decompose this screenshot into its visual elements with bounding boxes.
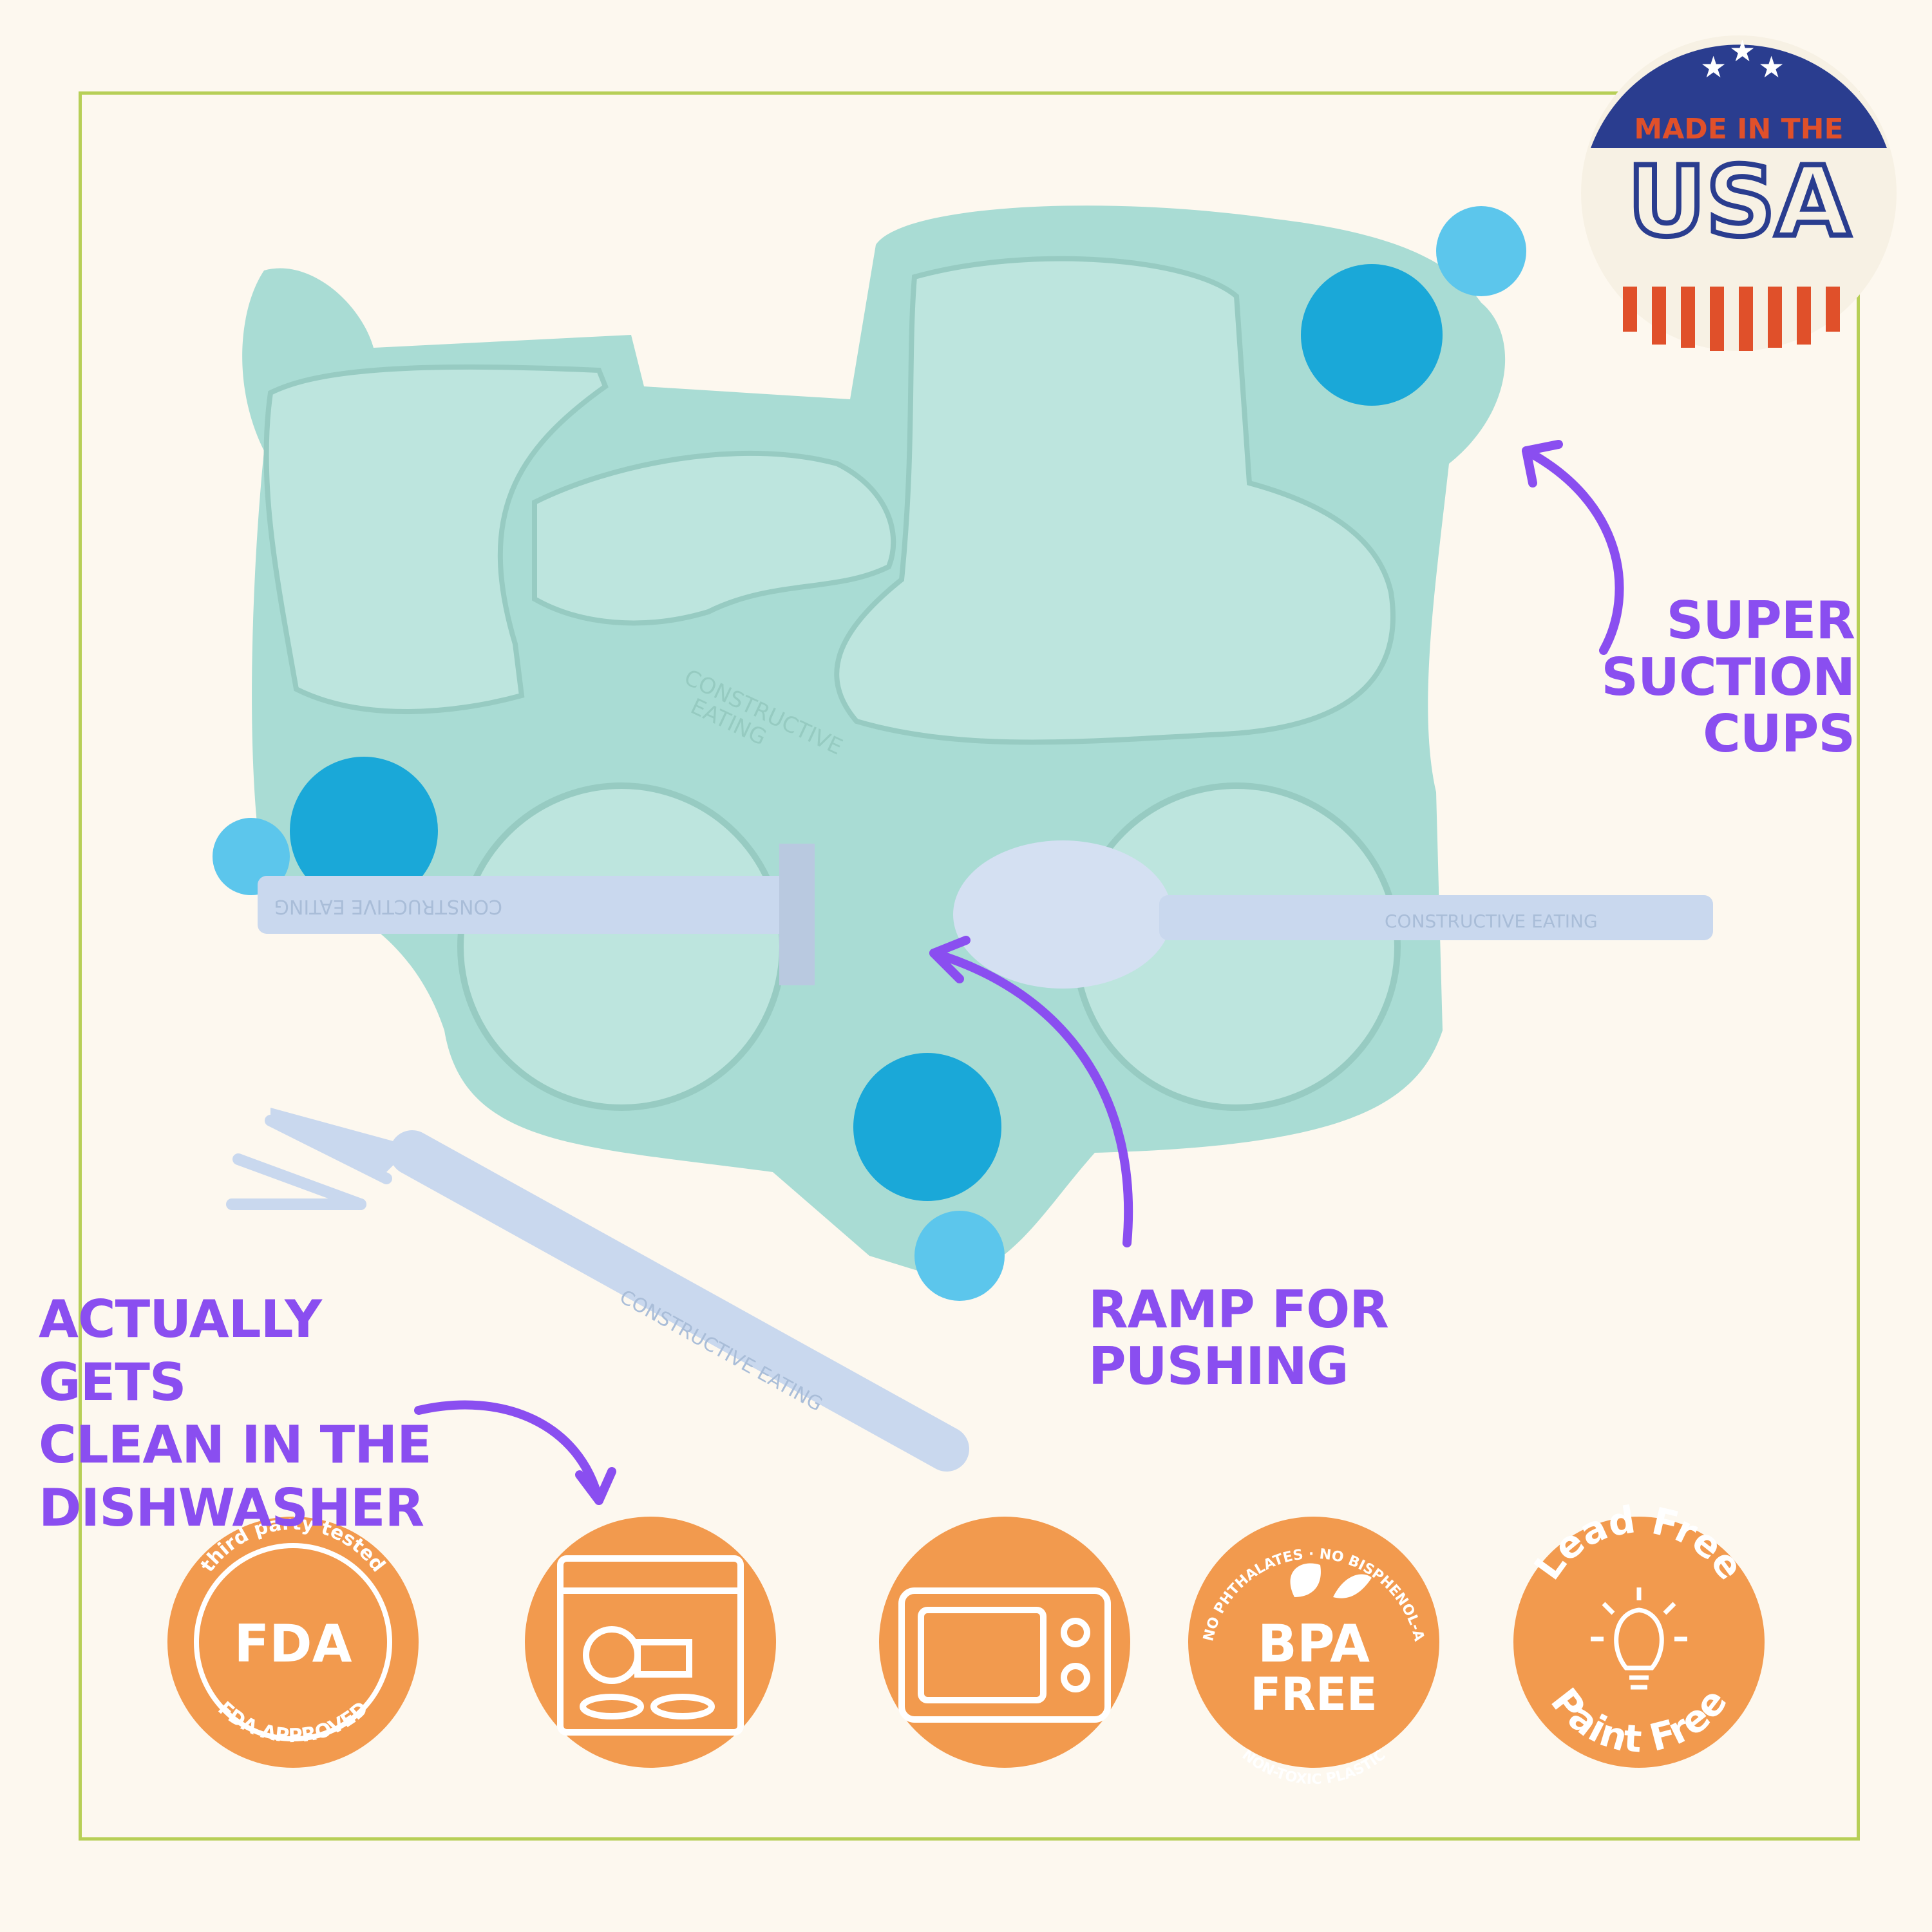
badge-microwave — [879, 1517, 1130, 1768]
usa-text: USA — [1627, 146, 1850, 258]
suction-cup-icon — [853, 1053, 1001, 1201]
content-frame — [79, 91, 1860, 1841]
suction-cup-icon — [1301, 264, 1443, 406]
knife-engraving: CONSTRUCTIVE EATING — [1385, 911, 1598, 932]
fda-label: FDA — [234, 1614, 352, 1674]
knife-pusher: CONSTRUCTIVE EATING — [1159, 895, 1713, 940]
flag-stripes — [1623, 287, 1840, 351]
compartment-wheel-left — [457, 782, 786, 1111]
compartment-trailer — [834, 256, 1396, 745]
callout-ramp: RAMP FOR PUSHING — [1088, 1280, 1389, 1396]
spoon: CONSTRUCTIVE EATING — [258, 840, 1172, 989]
star-icon: ★ — [1758, 50, 1785, 84]
badge-fda: third party tested FDA FDA APPROVED — [167, 1512, 419, 1768]
dishwasher-icon — [557, 1555, 744, 1736]
suction-cup-icon — [1436, 206, 1526, 296]
star-icon: ★ — [1729, 33, 1756, 68]
microwave-icon — [898, 1587, 1111, 1723]
suction-cup-icon — [290, 757, 438, 905]
arrow-suction — [1522, 446, 1624, 655]
badge-bpa-free: NO PHTHALATES · NO BISPHENOL-A NON-TOXIC… — [1188, 1517, 1439, 1788]
spoon-engraving: CONSTRUCTIVE EATING — [274, 895, 502, 918]
lightbulb-icon — [1591, 1587, 1687, 1690]
compartment-cab — [263, 364, 609, 714]
suction-cups — [213, 206, 1526, 1301]
compartment-boot — [532, 450, 896, 626]
made-in-text: MADE IN THE — [1634, 113, 1843, 146]
leaf-icon — [1290, 1563, 1372, 1598]
suction-cup-icon — [914, 1211, 1005, 1301]
bpa-label: BPA — [1258, 1614, 1370, 1674]
arrow-ramp — [929, 949, 1133, 1247]
callout-arrows — [414, 440, 1624, 1505]
made-in-usa-seal: ★ ★ ★ MADE IN THE USA — [1581, 33, 1897, 351]
free-label: FREE — [1250, 1668, 1377, 1721]
star-icon: ★ — [1700, 50, 1727, 84]
badge-dishwasher — [525, 1517, 776, 1768]
callout-dishwasher: ACTUALLY GETS CLEAN IN THE DISHWASHER — [39, 1289, 432, 1538]
badge-lead-free: Lead Free Paint Free — [1513, 1497, 1765, 1768]
callout-suction-cups: SUPER SUCTION CUPS — [1601, 591, 1855, 764]
arrow-dishwasher — [414, 1400, 603, 1505]
